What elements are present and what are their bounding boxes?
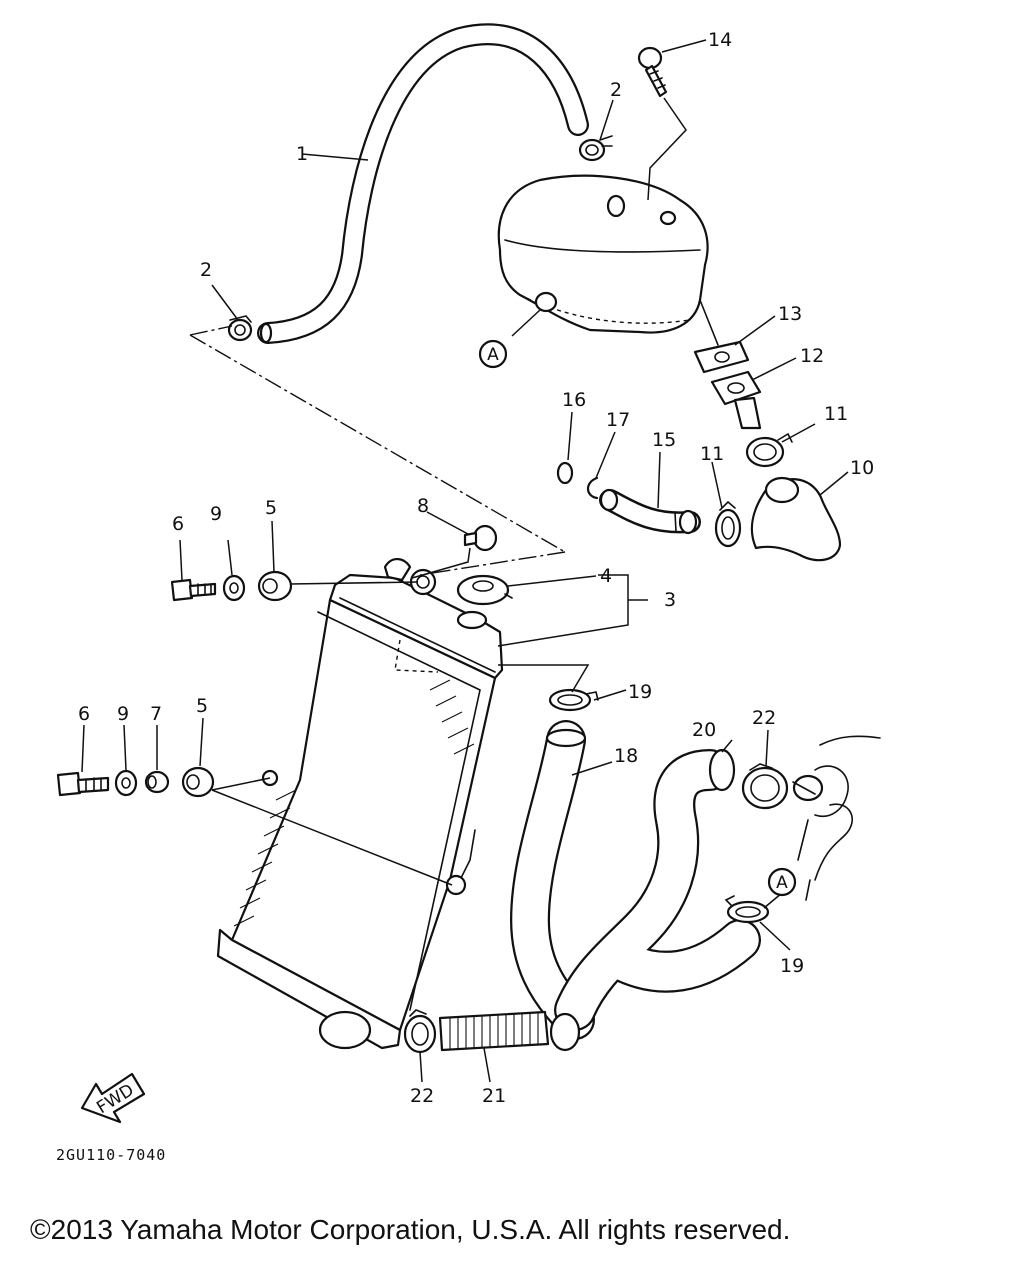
callout-12: 12 (800, 345, 824, 367)
callout-labels: 1 2 2 3 4 5 5 6 6 7 8 9 9 10 11 11 12 13… (78, 29, 874, 1107)
hose-clamp-19-lower (724, 895, 770, 924)
callout-9: 9 (210, 503, 222, 525)
callout-19: 19 (780, 955, 804, 977)
copyright-notice: ©2013 Yamaha Motor Corporation, U.S.A. A… (30, 1214, 791, 1245)
washer-9-upper (222, 574, 246, 602)
hose-10 (750, 476, 842, 562)
ref-marker-a-lower: A (767, 867, 797, 897)
engine-outline (792, 735, 881, 901)
callout-6: 6 (172, 513, 184, 535)
callout-5: 5 (196, 695, 208, 717)
reservoir-tank (497, 174, 719, 346)
callout-19: 19 (628, 681, 652, 703)
callout-10: 10 (850, 457, 874, 479)
bolt-6-upper (170, 578, 217, 602)
gasket-13 (693, 340, 750, 374)
bolt-6-lower (56, 771, 110, 797)
callout-16: 16 (562, 389, 586, 411)
radiator (216, 573, 504, 1050)
svg-text:A: A (487, 345, 499, 365)
hose-clamp-11-lower (714, 500, 742, 548)
callout-3: 3 (664, 589, 676, 611)
radiator-cap-4 (456, 574, 513, 606)
callout-18: 18 (614, 745, 638, 767)
hose-21 (438, 1010, 550, 1052)
callout-14: 14 (708, 29, 732, 51)
circlip-17 (586, 476, 599, 500)
hose-clamp-22-upper (741, 763, 789, 810)
ref-marker-a-upper: A (478, 339, 508, 369)
callout-17: 17 (606, 409, 630, 431)
bolt-14 (637, 46, 687, 201)
callout-4: 4 (600, 565, 612, 587)
hose-18 (510, 720, 595, 1040)
callout-9: 9 (117, 703, 129, 725)
o-ring-16 (556, 461, 574, 485)
diagram-code: 2GU110-7040 (56, 1146, 166, 1164)
hose-20 (549, 748, 761, 1052)
hose-clamp-19-upper (548, 688, 599, 712)
bolt-8 (463, 524, 498, 552)
washer-9-lower (114, 769, 138, 797)
callout-22: 22 (410, 1085, 434, 1107)
fwd-arrow-icon: FWD (80, 1072, 146, 1124)
hose-clamp-2-lower (227, 315, 253, 342)
callout-20: 20 (692, 719, 716, 741)
callout-11: 11 (700, 443, 724, 465)
routing-lines (189, 325, 566, 579)
collar-7 (144, 770, 170, 794)
hose-1 (257, 23, 589, 344)
fitting-12 (710, 370, 762, 430)
svg-text:A: A (776, 873, 788, 893)
callout-15: 15 (652, 429, 676, 451)
callout-21: 21 (482, 1085, 506, 1107)
callout-7: 7 (150, 703, 162, 725)
leader-lines (81, 39, 849, 1083)
callout-11: 11 (824, 403, 848, 425)
hose-clamp-11-upper (745, 432, 793, 468)
hose-clamp-22-lower (403, 1009, 437, 1054)
hose-clamp-2-upper (578, 135, 613, 162)
callout-13: 13 (778, 303, 802, 325)
grommet-5-lower (181, 766, 215, 798)
callout-22: 22 (752, 707, 776, 729)
callout-2: 2 (610, 79, 622, 101)
grommet-5-upper (257, 570, 293, 602)
callout-5: 5 (265, 497, 277, 519)
callout-2: 2 (200, 259, 212, 281)
callout-6: 6 (78, 703, 90, 725)
pipe-15 (599, 488, 701, 535)
callout-1: 1 (296, 143, 308, 165)
callout-8: 8 (417, 495, 429, 517)
